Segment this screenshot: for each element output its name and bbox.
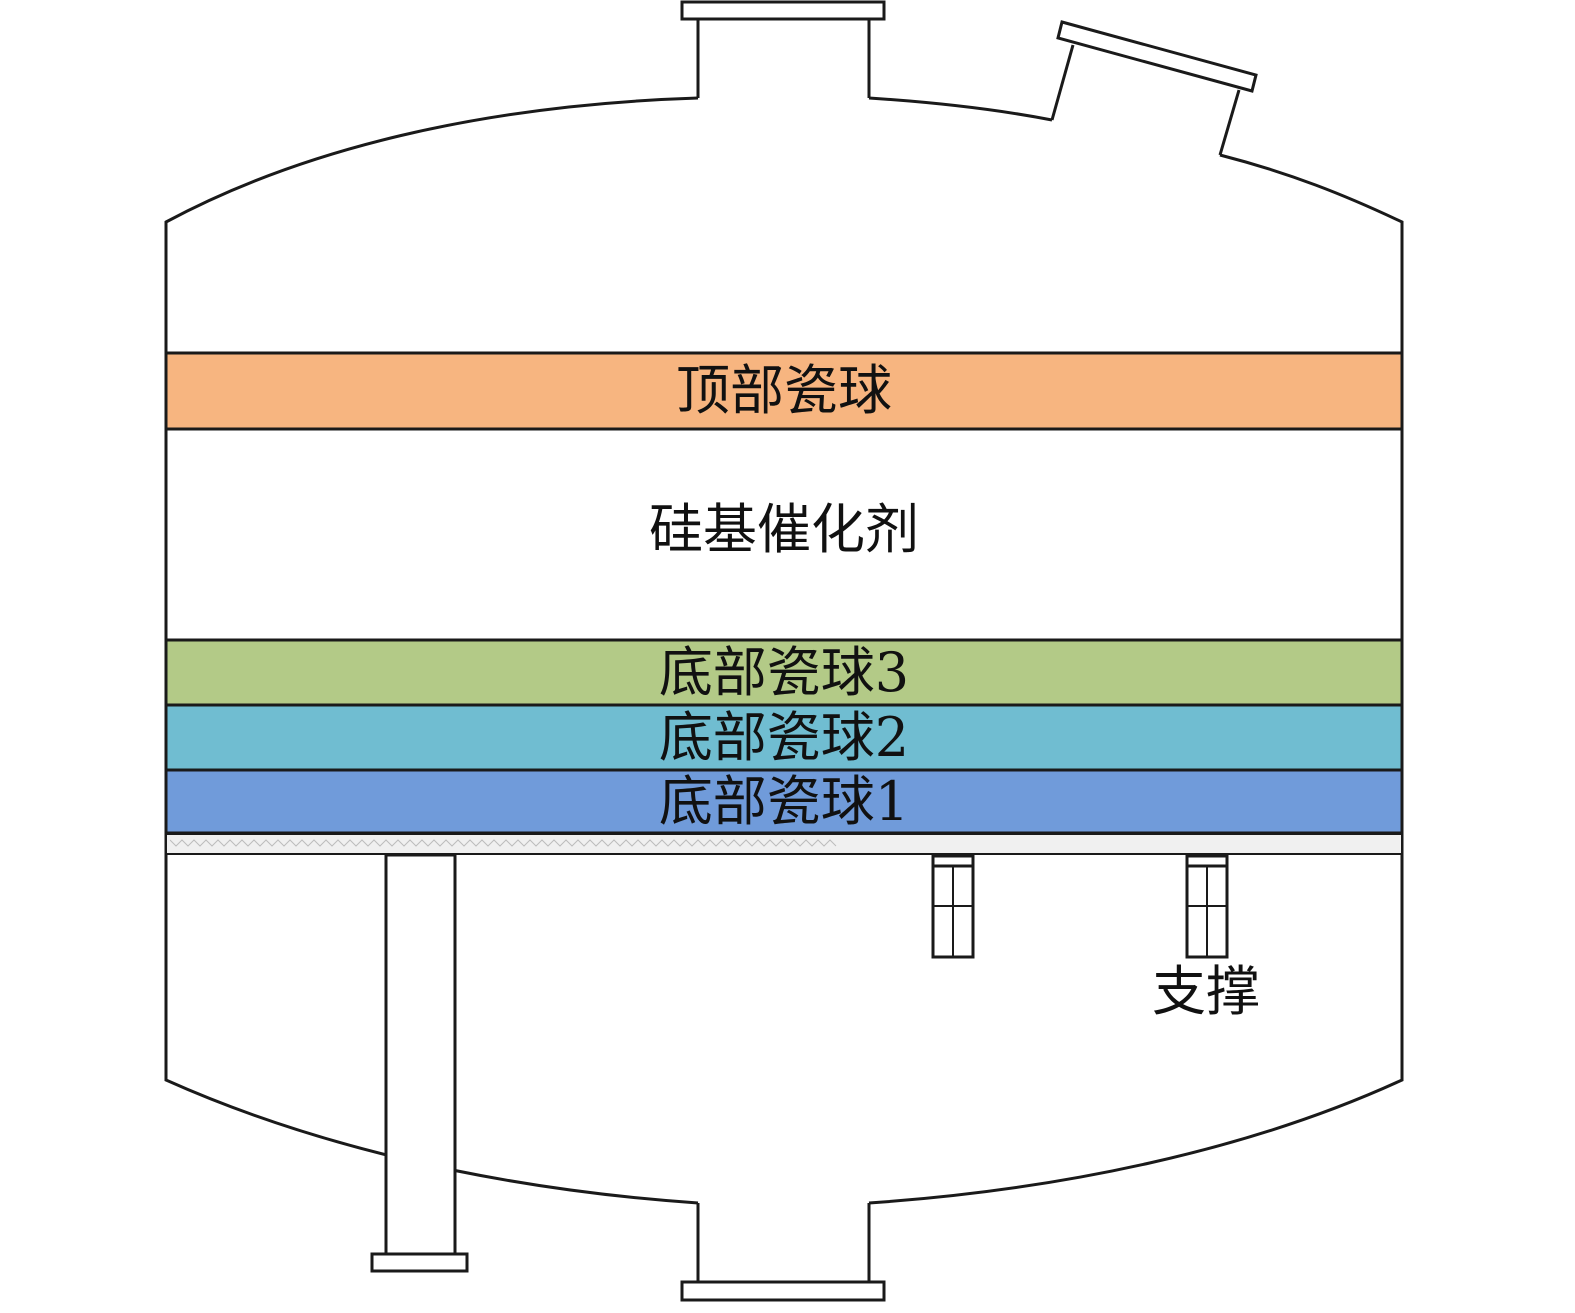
support-right — [1185, 854, 1229, 959]
catalyst-label: 硅基催化剂 — [649, 498, 919, 561]
bottom-nozzle — [680, 1203, 886, 1302]
bottom-ceramic-balls-3-layer — [164, 638, 1404, 707]
catalyst-layer — [164, 427, 1404, 642]
bottom-ceramic-balls-2-layer — [164, 703, 1404, 772]
bottom-ceramic-balls-1-label: 底部瓷球1 — [659, 770, 909, 833]
bottom-ceramic-balls-1-layer — [164, 768, 1404, 835]
grid-plate — [165, 833, 1403, 855]
bottom-ceramic-balls-3-label: 底部瓷球3 — [659, 641, 909, 704]
support-label: 支撑 — [1152, 960, 1260, 1023]
support-left — [931, 854, 975, 959]
bottom-ceramic-balls-2-label: 底部瓷球2 — [659, 706, 909, 769]
top-nozzle — [680, 0, 886, 98]
top-ceramic-balls-label: 顶部瓷球 — [676, 359, 892, 422]
outlet-pipe — [370, 853, 469, 1273]
angled-nozzle — [1050, 20, 1258, 156]
